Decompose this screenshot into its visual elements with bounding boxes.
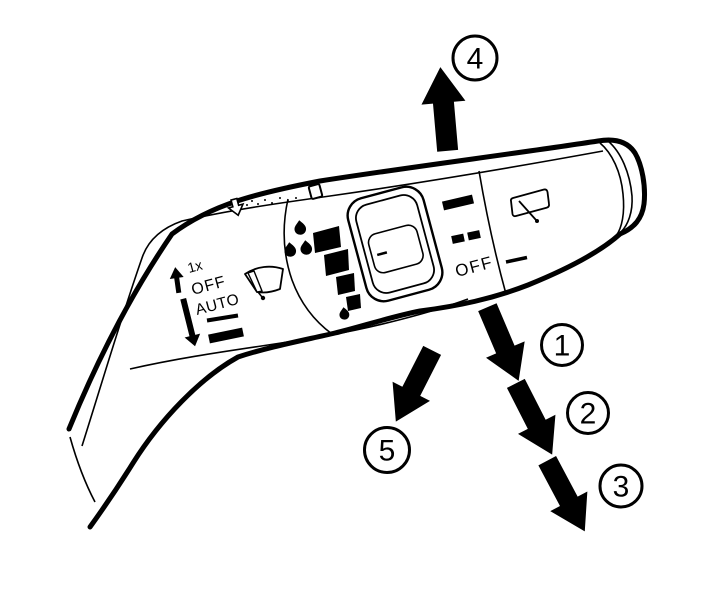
stipple-dots (246, 197, 297, 206)
callout-circle-1: 1 (540, 323, 584, 367)
auto-down-arrow-icon (180, 297, 201, 347)
callout-arrow-5 (377, 340, 451, 432)
intermittent-wipe-bar (451, 230, 481, 244)
callout-number-4: 4 (467, 43, 484, 76)
callout-arrow-4 (418, 65, 470, 153)
rain-sensor-scale (282, 183, 447, 321)
callout-number-1: 1 (554, 330, 571, 363)
lever-break-line (69, 436, 96, 503)
pod-divider-left (283, 198, 333, 335)
end-cap-line-1 (599, 142, 625, 237)
mount-tab (307, 183, 324, 200)
callout-number-5: 5 (379, 435, 396, 468)
housing-pointer-icon (226, 197, 245, 217)
front-wiper-icon (244, 265, 284, 301)
thumbwheel-mark (376, 251, 388, 257)
off-position-mark (505, 255, 528, 264)
right-section: OFF (441, 188, 550, 281)
inner-top-line (81, 150, 604, 447)
callout-arrow-2 (497, 373, 571, 465)
sensitivity-thumbwheel[interactable] (344, 183, 447, 306)
mist-up-arrow-icon (169, 267, 184, 294)
callouts: 1 2 3 4 5 (363, 34, 644, 542)
callout-circle-5: 5 (363, 426, 411, 474)
auto-fast-bar (208, 327, 244, 344)
callout-number-2: 2 (580, 398, 597, 431)
mist-label: 1x (186, 257, 204, 276)
sensitivity-bars-icon (313, 226, 361, 311)
callout-number-3: 3 (613, 471, 630, 504)
auto-slow-bar (206, 313, 239, 323)
callout-circle-3: 3 (598, 463, 644, 509)
rear-wiper-icon (510, 188, 550, 223)
continuous-wipe-bar (441, 194, 475, 211)
inner-bottom-line (129, 298, 469, 370)
callout-arrow-1 (468, 298, 538, 390)
end-cap-line-2 (607, 140, 633, 233)
callout-circle-2: 2 (566, 391, 610, 435)
stalk-outline (66, 137, 647, 530)
callout-circle-4: 4 (451, 34, 499, 82)
callout-arrow-3 (528, 450, 604, 542)
stalk-body (66, 137, 647, 530)
pod-divider-right (478, 170, 507, 295)
